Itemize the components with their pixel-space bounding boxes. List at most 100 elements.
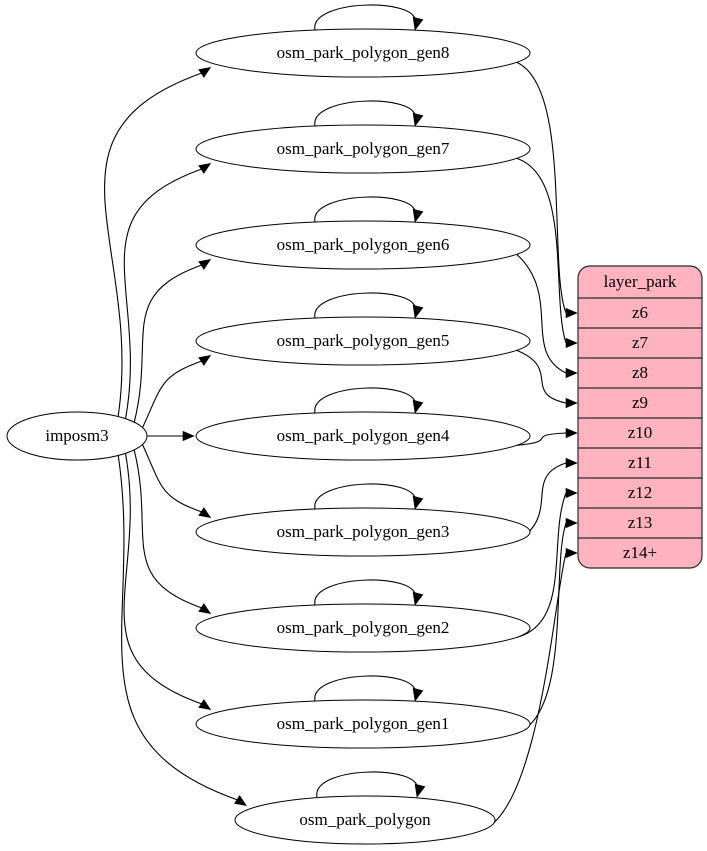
node-gen6[interactable]: osm_park_polygon_gen6 (195, 220, 531, 270)
edge-path (133, 264, 203, 424)
edge-path (516, 492, 567, 638)
edge-imposm3-to-gen7 (123, 162, 212, 420)
node-label: osm_park_polygon_gen1 (277, 714, 450, 733)
node-gen1[interactable]: osm_park_polygon_gen1 (195, 699, 531, 749)
edge-arrowhead (565, 337, 578, 349)
self-loop-gen7 (314, 100, 424, 127)
edge-base-to-z14+ (484, 547, 578, 830)
self-loop-arrowhead (412, 208, 424, 223)
edge-path (516, 349, 567, 404)
edge-imposm3-to-base (117, 454, 247, 807)
node-shape[interactable] (195, 507, 531, 557)
layer-park-table[interactable]: layer_park z6 z7 z8 z9 z10 z11 z12 z13 z14+ (577, 265, 703, 569)
table-row-z7[interactable]: z7 (632, 333, 649, 352)
edge-imposm3-to-gen5 (141, 354, 212, 429)
self-loop-path (314, 387, 416, 414)
edge-imposm3-to-gen1 (123, 452, 212, 711)
nodes-layer: osm_park_polygon_gen8 osm_park_polygon_ge… (6, 4, 531, 845)
edge-arrowhead (198, 66, 212, 78)
table-row-z10[interactable]: z10 (628, 423, 653, 442)
edge-path (141, 360, 203, 429)
edges-layer (104, 61, 578, 830)
edge-arrowhead (565, 397, 578, 409)
edge-arrowhead (565, 547, 578, 559)
node-shape[interactable] (195, 316, 531, 366)
table-row-z13[interactable]: z13 (628, 513, 653, 532)
self-loop-arrowhead (412, 495, 424, 510)
node-shape[interactable] (234, 795, 496, 845)
table-row-z14+[interactable]: z14+ (623, 543, 657, 562)
table-background[interactable] (577, 265, 703, 569)
node-label: imposm3 (45, 426, 108, 445)
edge-gen1-to-z13 (516, 517, 578, 734)
edge-arrowhead (198, 162, 212, 174)
edge-arrowhead (234, 795, 247, 807)
edge-arrowhead (565, 427, 578, 439)
node-shape[interactable] (195, 28, 531, 78)
node-shape[interactable] (195, 411, 531, 461)
self-loop-gen1 (314, 675, 424, 702)
self-loop-path (314, 292, 416, 319)
node-shape[interactable] (6, 411, 148, 461)
self-loop-gen8 (314, 4, 424, 31)
edge-gen4-to-z10 (516, 427, 578, 446)
table-row-z6[interactable]: z6 (632, 303, 648, 322)
node-gen4[interactable]: osm_park_polygon_gen4 (195, 411, 531, 461)
edge-arrowhead (565, 367, 578, 379)
edge-arrowhead (565, 517, 578, 529)
node-label: osm_park_polygon_gen5 (277, 331, 450, 350)
edge-imposm3-to-gen4 (145, 430, 195, 442)
self-loop-gen2 (314, 579, 424, 606)
node-label: osm_park_polygon (299, 810, 431, 829)
node-label: osm_park_polygon_gen4 (277, 426, 450, 445)
node-label: osm_park_polygon_gen8 (277, 43, 450, 62)
node-gen8[interactable]: osm_park_polygon_gen8 (195, 28, 531, 78)
edge-gen7-to-z7 (516, 157, 578, 349)
edge-gen2-to-z12 (516, 487, 578, 638)
edge-gen5-to-z9 (516, 349, 578, 409)
node-label: osm_park_polygon_gen6 (277, 235, 450, 254)
self-loop-path (314, 196, 416, 223)
node-gen2[interactable]: osm_park_polygon_gen2 (195, 603, 531, 653)
self-loop-path (314, 483, 416, 510)
self-loop-path (314, 4, 416, 31)
self-loop-arrowhead (414, 783, 426, 798)
edge-arrowhead (198, 507, 212, 519)
node-shape[interactable] (195, 124, 531, 174)
node-imposm3[interactable]: imposm3 (6, 411, 148, 461)
self-loop-arrowhead (412, 591, 424, 606)
edge-arrowhead (565, 307, 578, 319)
self-loop-base (316, 771, 426, 798)
node-shape[interactable] (195, 603, 531, 653)
self-loop-arrowhead (412, 399, 424, 414)
node-shape[interactable] (195, 699, 531, 749)
edge-imposm3-to-gen2 (133, 448, 212, 615)
self-loop-path (314, 579, 416, 606)
edge-path (516, 432, 567, 446)
edge-arrowhead (198, 699, 212, 711)
edge-gen6-to-z8 (516, 253, 578, 379)
node-base[interactable]: osm_park_polygon (234, 795, 496, 845)
node-shape[interactable] (195, 220, 531, 270)
edge-path (123, 452, 203, 705)
edge-path (117, 454, 239, 801)
table-row-z12[interactable]: z12 (628, 483, 653, 502)
edge-path (516, 61, 567, 314)
node-gen3[interactable]: osm_park_polygon_gen3 (195, 507, 531, 557)
edge-path (141, 443, 203, 513)
self-loop-gen6 (314, 196, 424, 223)
node-gen7[interactable]: osm_park_polygon_gen7 (195, 124, 531, 174)
table-row-z11[interactable]: z11 (628, 453, 652, 472)
table-row-z9[interactable]: z9 (632, 393, 648, 412)
node-gen5[interactable]: osm_park_polygon_gen5 (195, 316, 531, 366)
edge-path (516, 522, 567, 734)
self-loop-gen5 (314, 292, 424, 319)
node-label: osm_park_polygon_gen3 (277, 522, 450, 541)
edge-arrowhead (198, 354, 212, 366)
edge-arrowhead (565, 457, 578, 469)
edge-path (133, 448, 203, 609)
table-header-label: layer_park (604, 272, 677, 291)
table-row-z8[interactable]: z8 (632, 363, 648, 382)
